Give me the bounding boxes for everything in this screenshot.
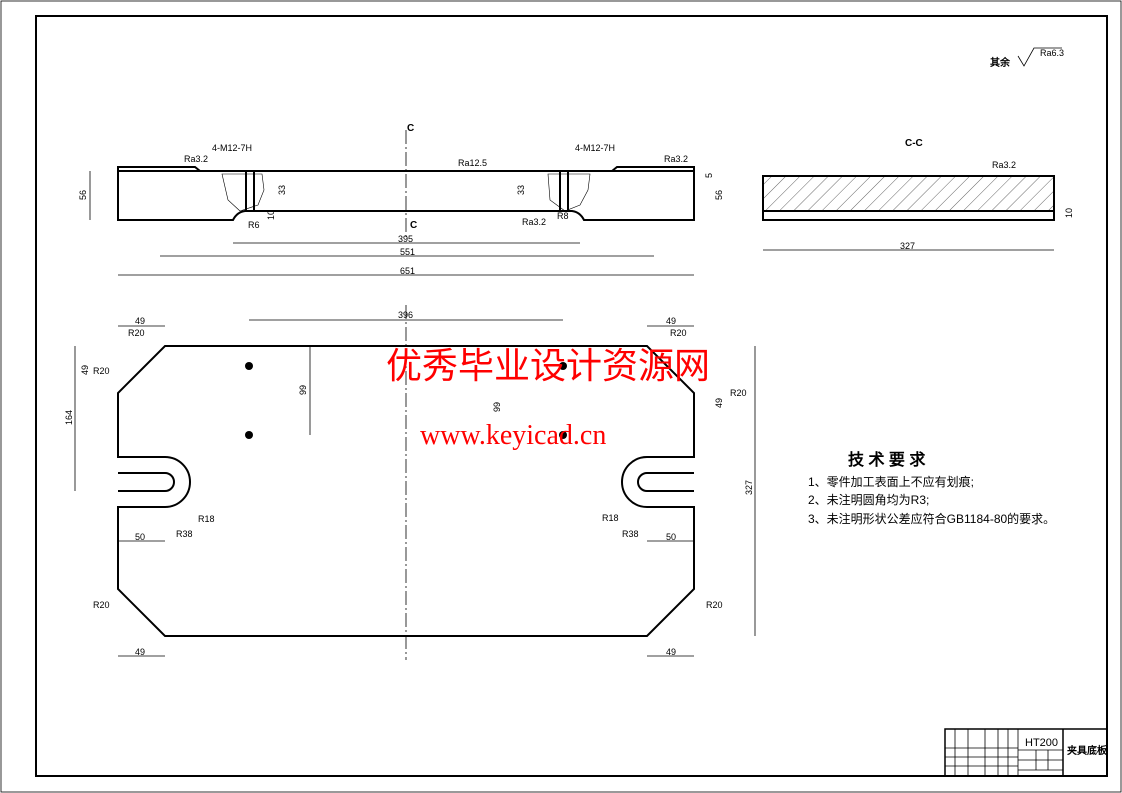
- drawing-frame: [35, 15, 1108, 777]
- dim-r38-left: R38: [176, 529, 193, 539]
- dim-r-left: R6: [248, 220, 260, 230]
- watermark-url: www.keyicad.cn: [420, 420, 606, 451]
- dim-height-right: 56: [714, 190, 724, 200]
- tech-item: 1、零件加工表面上不应有划痕;: [808, 474, 974, 489]
- dim-r18-left: R18: [198, 514, 215, 524]
- section-mark-bottom: C: [410, 220, 417, 231]
- dim-hole-span: 396: [398, 310, 413, 320]
- dim-r20-tl: R20: [128, 328, 145, 338]
- dim-r-right: R8: [557, 211, 569, 221]
- dim-height: 56: [78, 190, 88, 200]
- dim-overall: 651: [400, 266, 415, 276]
- dim-bottom-right: 49: [666, 647, 676, 657]
- dim-mid: 551: [400, 247, 415, 257]
- dim-pitch-left: 99: [298, 385, 308, 395]
- dim-total-height: 327: [744, 480, 754, 495]
- finish-value: Ra6.3: [1040, 48, 1064, 58]
- dim-top-left: 49: [135, 316, 145, 326]
- watermark-title: 优秀毕业设计资源网: [386, 346, 710, 386]
- dim-r20-tr: R20: [670, 328, 687, 338]
- dim-left-chamfer: 49: [80, 365, 90, 375]
- finish-symbol-icon: [1017, 47, 1062, 67]
- holes: [245, 362, 567, 439]
- section-title: C-C: [905, 138, 923, 149]
- section-view: C-C Ra3.2 327 10: [762, 138, 1074, 251]
- dim-r38-right: R38: [622, 529, 639, 539]
- dim-step-right: 5: [704, 173, 714, 178]
- title-block: HT200 夹具底板: [944, 728, 1108, 777]
- thread-label-left: 4-M12-7H: [212, 143, 252, 153]
- thread-label-right: 4-M12-7H: [575, 143, 615, 153]
- front-view: C C 4-M12-7H 4-M12-7H Ra3.2 Ra12.5 Ra3.2…: [78, 123, 724, 276]
- tech-item: 3、未注明形状公差应符合GB1184-80的要求。: [808, 511, 1055, 526]
- dim-r20-bl: R20: [93, 600, 110, 610]
- tech-title: 技 术 要 求: [848, 450, 926, 469]
- dim-r20-tr2: R20: [730, 388, 747, 398]
- dim-pitch-right: 99: [492, 402, 502, 412]
- ra-center: Ra12.5: [458, 158, 487, 168]
- dim-r20-br: R20: [706, 600, 723, 610]
- dim-slot-left: 50: [135, 532, 145, 542]
- dim-inner: 395: [398, 234, 413, 244]
- dim-r20-tl2: R20: [93, 366, 110, 376]
- dim-r18-right: R18: [602, 513, 619, 523]
- surface-finish-other: 其余 Ra6.3: [990, 47, 1064, 69]
- dim-step: 10: [266, 210, 276, 220]
- ra-left: Ra3.2: [184, 154, 208, 164]
- section-mark-top: C: [407, 123, 414, 134]
- tech-item: 2、未注明圆角均为R3;: [808, 492, 929, 507]
- section-dim-width: 327: [900, 241, 915, 251]
- plan-view: 396 99 99 164 49 49 327 49 49 49 49 50 5…: [64, 305, 756, 660]
- dim-slot-right: 50: [666, 532, 676, 542]
- dim-depth-right: 33: [516, 185, 526, 195]
- part-name: 夹具底板: [1067, 744, 1108, 757]
- dim-top-right: 49: [666, 316, 676, 326]
- ra-bottom: Ra3.2: [522, 217, 546, 227]
- dim-left-height: 164: [64, 410, 74, 425]
- section-ra: Ra3.2: [992, 160, 1016, 170]
- section-dim-thickness: 10: [1064, 208, 1074, 218]
- dim-right-chamfer: 49: [714, 398, 724, 408]
- dim-bottom-left: 49: [135, 647, 145, 657]
- material: HT200: [1025, 737, 1058, 749]
- tech-requirements: 技 术 要 求 1、零件加工表面上不应有划痕; 2、未注明圆角均为R3; 3、未…: [808, 450, 1055, 526]
- dim-depth-left: 33: [277, 185, 287, 195]
- ra-right: Ra3.2: [664, 154, 688, 164]
- finish-label: 其余: [990, 56, 1011, 69]
